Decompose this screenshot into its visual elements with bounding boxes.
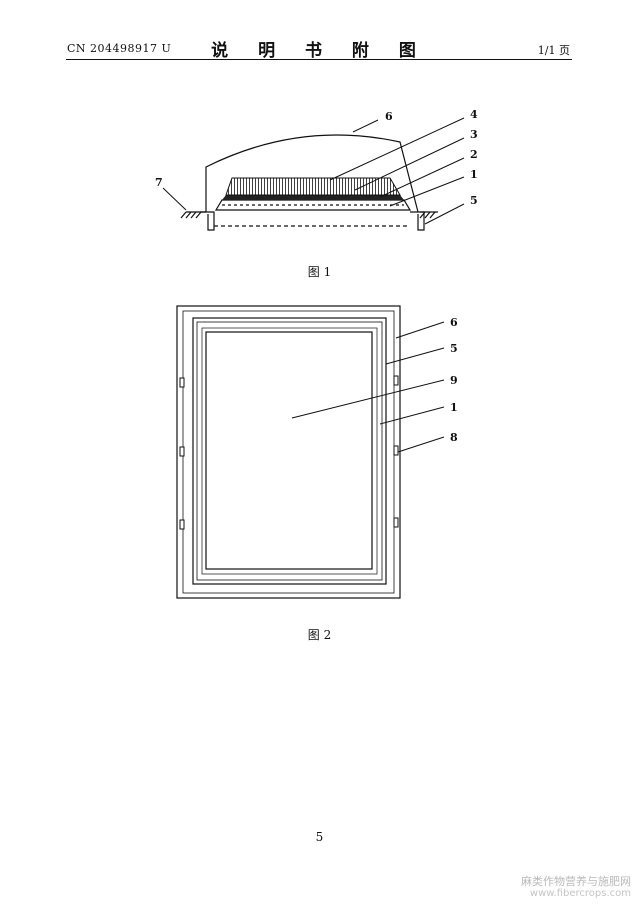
fig2-leader-1: [379, 406, 445, 425]
leader-4: [329, 117, 465, 181]
outer-frame: [176, 305, 401, 599]
fig2-label-6: 6: [450, 316, 458, 329]
watermark-text: 麻类作物营养与施肥网: [521, 875, 631, 888]
leader-5: [424, 203, 465, 225]
frame-5: [192, 317, 387, 585]
fig1-label-2: 2: [470, 148, 478, 161]
tab-left-3: [179, 519, 185, 530]
page-header: CN 204498917 U 说 明 书 附 图 1/1 页: [0, 0, 639, 70]
inner-panel-border: [201, 327, 378, 575]
page-count: 1/1 页: [537, 44, 570, 57]
fig1-label-3: 3: [470, 128, 478, 141]
watermark-url: www.fibercrops.com: [529, 888, 631, 899]
fig2-label-1: 1: [450, 401, 458, 414]
figure-1-caption: 图 1: [307, 265, 332, 279]
fig2-leader-9: [291, 379, 445, 419]
layer-3: [225, 177, 401, 196]
leader-1: [389, 176, 465, 207]
tab-left-2: [179, 446, 185, 457]
outer-frame-inner-edge: [182, 310, 395, 594]
ground-hatch-right: [419, 211, 436, 219]
fig1-label-4: 4: [470, 108, 478, 121]
fig2-leader-5: [385, 347, 445, 365]
ground-hatch-left: [180, 211, 202, 219]
tab-right-2: [393, 445, 399, 456]
frame-1: [196, 321, 383, 581]
figure-1-drawing: 6 4 3 2 1 5 7: [155, 108, 478, 231]
inner-panel-9: [205, 331, 373, 570]
fig1-label-6: 6: [385, 110, 393, 123]
patent-number: CN 204498917 U: [67, 42, 172, 55]
tab-right-3: [393, 517, 399, 528]
fig2-label-5: 5: [450, 342, 458, 355]
layer-2: [222, 195, 404, 200]
fig1-label-5: 5: [470, 194, 478, 207]
leader-6: [352, 119, 379, 133]
leader-3: [354, 137, 465, 191]
tab-left-1: [179, 377, 185, 388]
leader-2: [379, 157, 465, 198]
header-title: 说 明 书 附 图: [211, 41, 428, 61]
page-number: 5: [315, 830, 324, 844]
tab-right-1: [393, 375, 399, 386]
fig2-leader-6: [395, 321, 445, 339]
fig2-label-8: 8: [450, 431, 458, 444]
fig1-label-7: 7: [155, 176, 163, 189]
leader-7: [162, 187, 187, 211]
fig2-leader-8: [397, 436, 445, 453]
dome-outline: [205, 134, 419, 213]
fig2-label-9: 9: [450, 374, 458, 387]
left-post: [200, 211, 215, 231]
header-rule: [66, 59, 572, 60]
figure-2-drawing: 6 5 9 1 8: [176, 305, 458, 599]
figure-2-caption: 图 2: [307, 628, 332, 642]
right-post: [410, 211, 425, 231]
fig1-label-1: 1: [470, 168, 478, 181]
